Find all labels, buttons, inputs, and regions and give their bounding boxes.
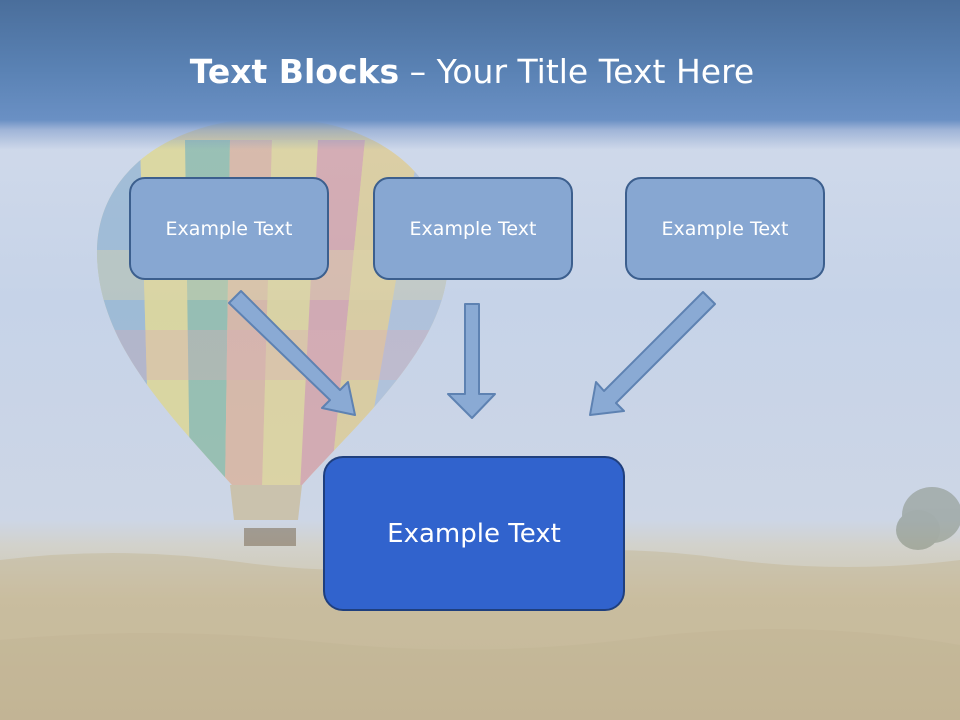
- arrow-down-right-icon: [228, 290, 356, 416]
- text-block-main-label: Example Text: [387, 518, 561, 549]
- title-dash: –: [399, 52, 437, 91]
- text-block-center[interactable]: Example Text: [373, 177, 573, 280]
- title-rest: Your Title Text Here: [436, 52, 755, 91]
- text-block-center-label: Example Text: [409, 217, 537, 240]
- text-block-right[interactable]: Example Text: [625, 177, 825, 280]
- arrow-down-left-icon: [589, 291, 716, 416]
- text-block-left[interactable]: Example Text: [129, 177, 329, 280]
- arrow-down-icon: [447, 303, 496, 419]
- slide-title: Text Blocks – Your Title Text Here: [0, 52, 944, 91]
- text-block-right-label: Example Text: [661, 217, 789, 240]
- grass-field: [0, 549, 960, 720]
- text-block-main[interactable]: Example Text: [323, 456, 625, 611]
- title-bold: Text Blocks: [189, 52, 400, 91]
- tree-image: [896, 487, 960, 550]
- title-band: [0, 0, 960, 150]
- text-block-left-label: Example Text: [165, 217, 293, 240]
